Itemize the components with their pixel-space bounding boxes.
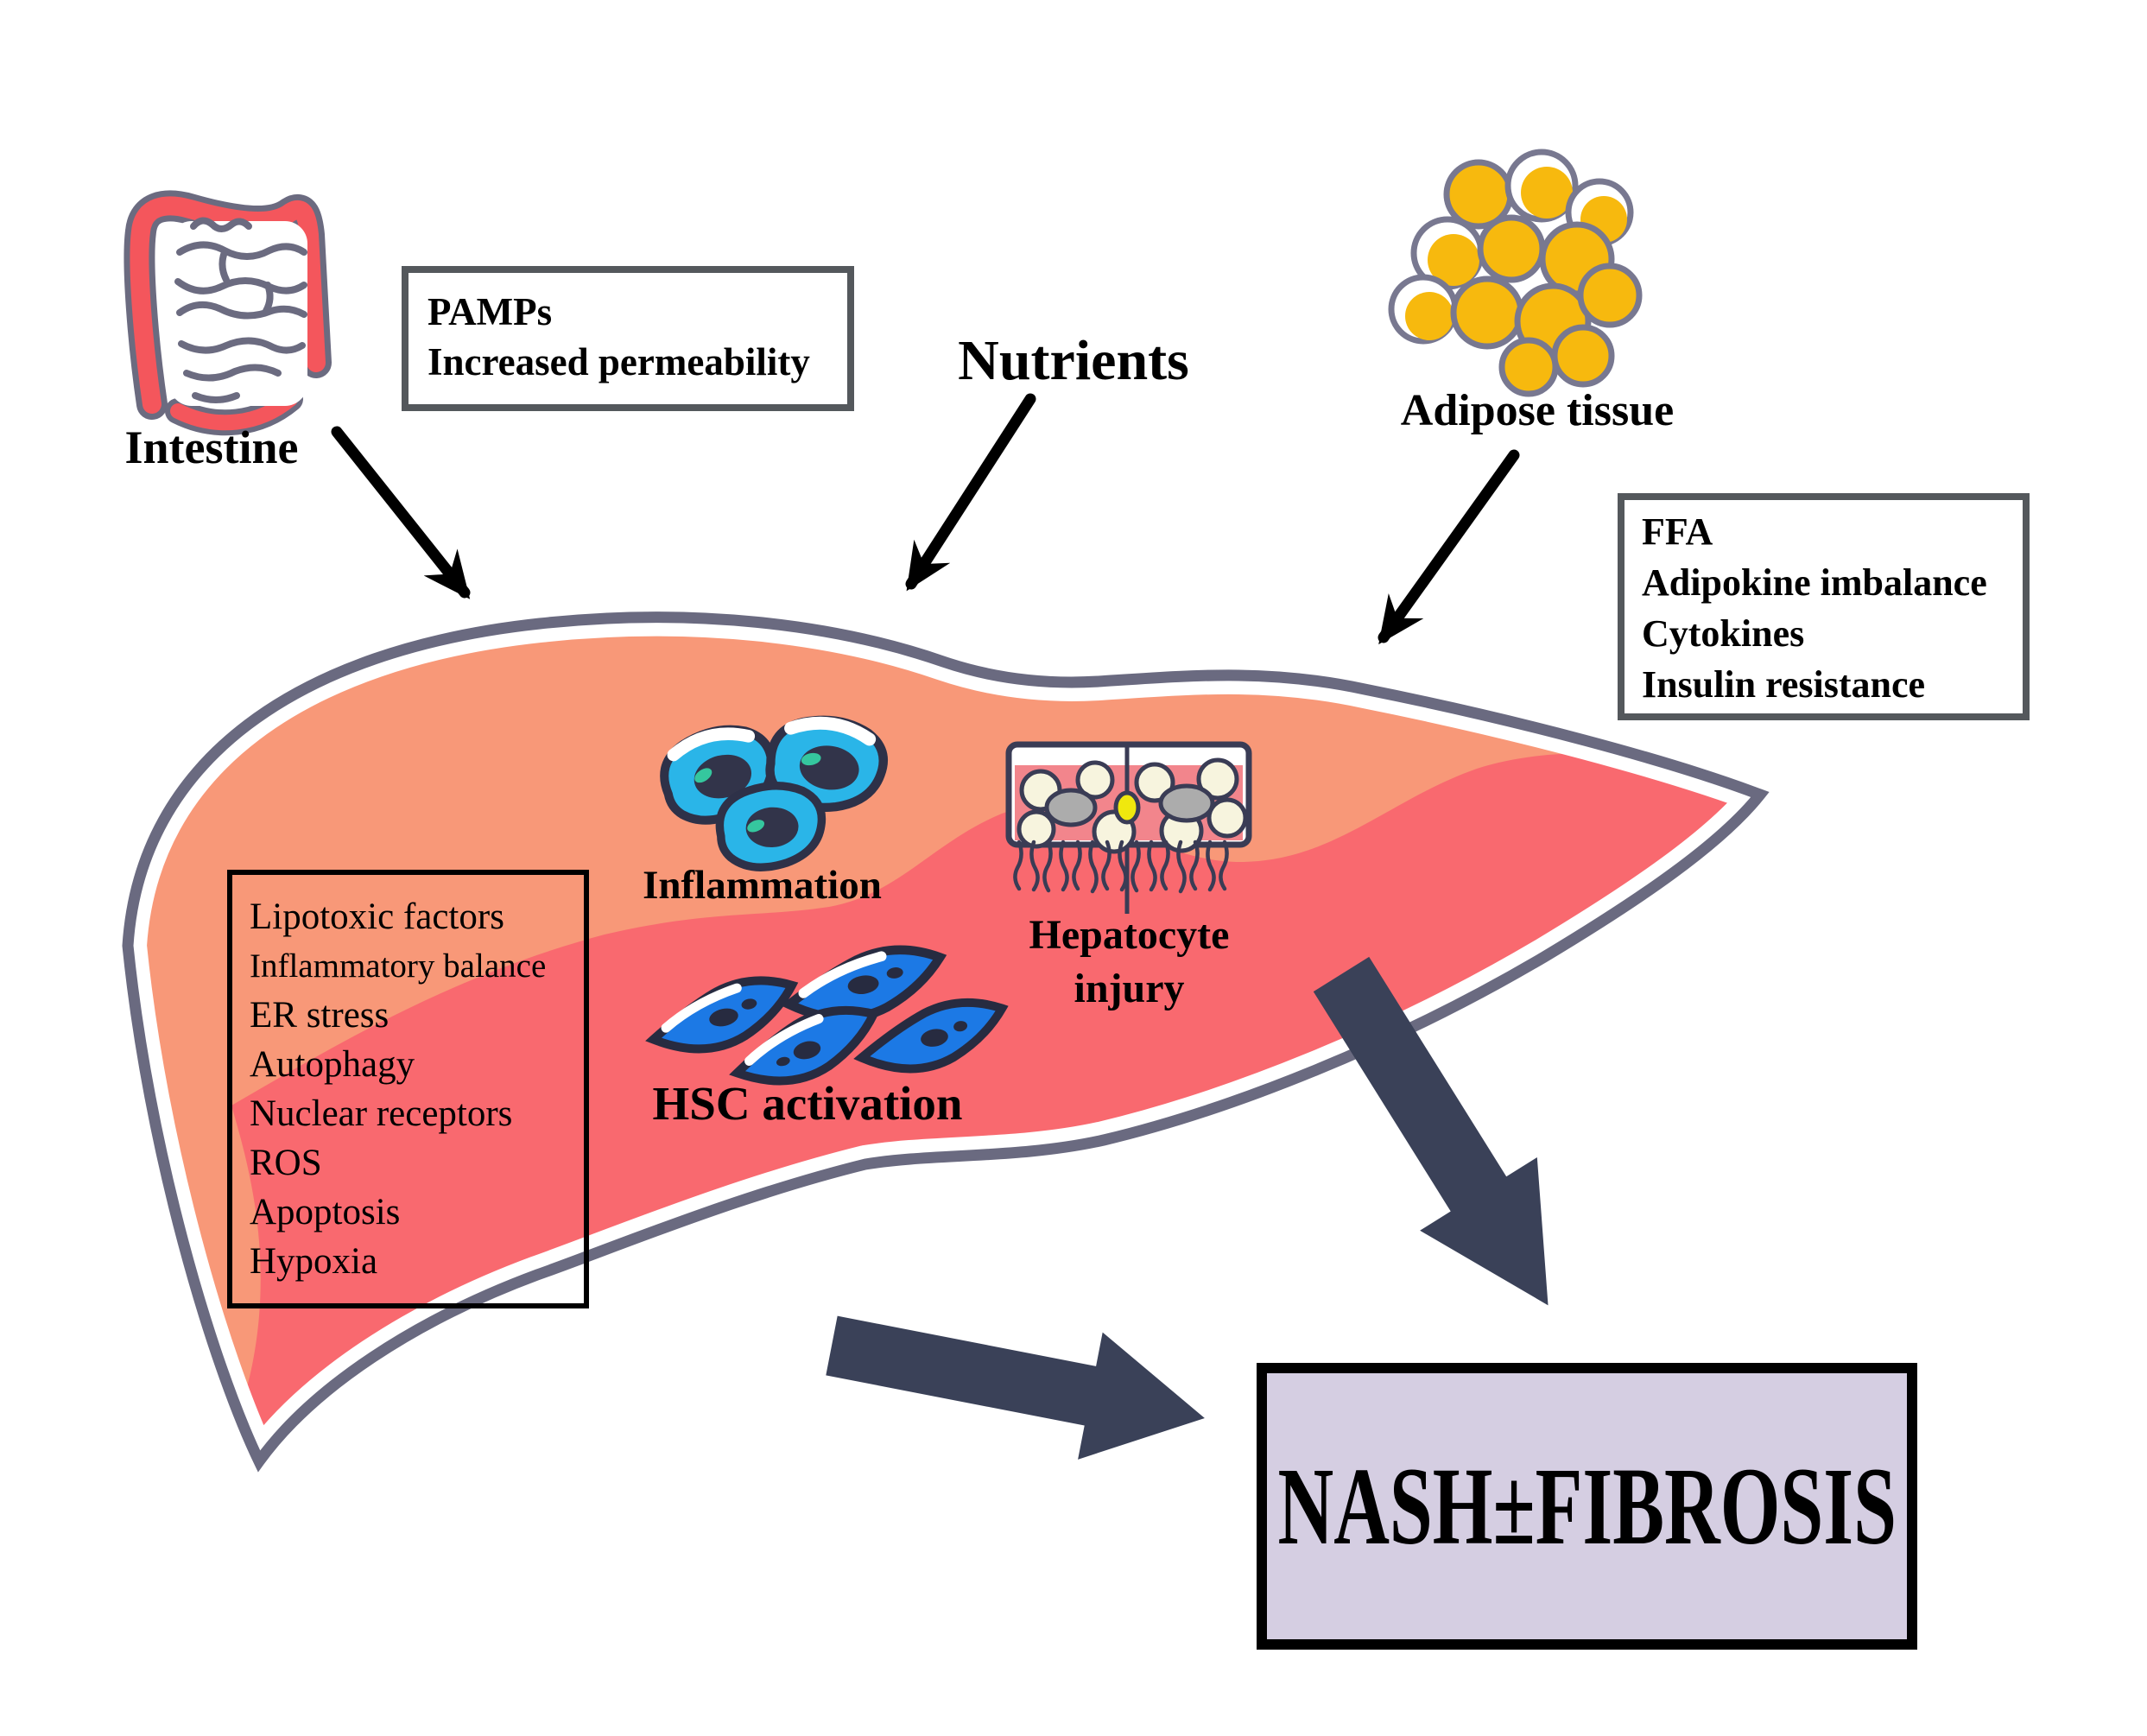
- ffa-box-line: FFA: [1642, 510, 1713, 553]
- adipose-tissue-icon: [1388, 149, 1643, 397]
- nutrients-label: Nutrients: [958, 329, 1189, 392]
- ffa-box-line: Adipokine imbalance: [1642, 561, 1987, 604]
- ffa-box-line: Cytokines: [1642, 612, 1805, 655]
- pamps-box-line: PAMPs: [428, 290, 553, 333]
- factors-box-line: ROS: [250, 1143, 322, 1183]
- intrahepatic-factors-box: Lipotoxic factors Inflammatory balance E…: [227, 870, 589, 1308]
- factors-box-line: Hypoxia: [250, 1241, 378, 1282]
- hepatocyte-injury-label-line1: Hepatocyte: [1029, 912, 1230, 958]
- factors-box-line: ER stress: [250, 995, 390, 1036]
- input-arrows: [331, 393, 1520, 645]
- hepatocyte-injury-label: Hepatocyte injury: [954, 909, 1304, 1016]
- inflammation-cells-icon: [656, 713, 888, 870]
- pamps-box: PAMPs Increased permeability: [402, 266, 854, 411]
- hsc-activation-label: HSC activation: [652, 1077, 963, 1130]
- factors-box-line: Lipotoxic factors: [250, 897, 504, 937]
- intestine-label: Intestine: [124, 421, 299, 473]
- hepatocyte-injury-icon: [1005, 741, 1252, 914]
- adipose-tissue-label: Adipose tissue: [1400, 386, 1675, 435]
- factors-box-line: Nuclear receptors: [250, 1093, 513, 1134]
- adipose-arrow-icon: [1378, 449, 1520, 645]
- nutrients-arrow-icon: [905, 393, 1036, 592]
- intestine-arrow-icon: [331, 426, 471, 599]
- hepatocyte-injury-label-line2: injury: [1074, 966, 1185, 1011]
- bottom-to-nash-arrow-icon: [826, 1315, 1205, 1460]
- ffa-box: FFA Adipokine imbalance Cytokines Insuli…: [1618, 493, 2030, 720]
- pamps-box-line: Increased permeability: [428, 340, 810, 383]
- intestine-icon: [124, 190, 332, 436]
- factors-box-line: Inflammatory balance: [250, 947, 547, 985]
- factors-box-line: Autophagy: [250, 1044, 415, 1085]
- factors-box-line: Apoptosis: [250, 1192, 401, 1232]
- liver-to-nash-arrow-icon: [1313, 956, 1548, 1306]
- inflammation-label: Inflammation: [643, 863, 882, 908]
- microvilli-fringe: [1013, 839, 1229, 894]
- nash-fibrosis-label: NASH±FIBROSIS: [1277, 1444, 1897, 1568]
- hsc-cells-icon: [646, 944, 1010, 1093]
- outcome-arrows: [826, 956, 1548, 1460]
- nash-fibrosis-outcome-box: NASH±FIBROSIS: [1257, 1363, 1917, 1650]
- ffa-box-line: Insulin resistance: [1642, 663, 1926, 706]
